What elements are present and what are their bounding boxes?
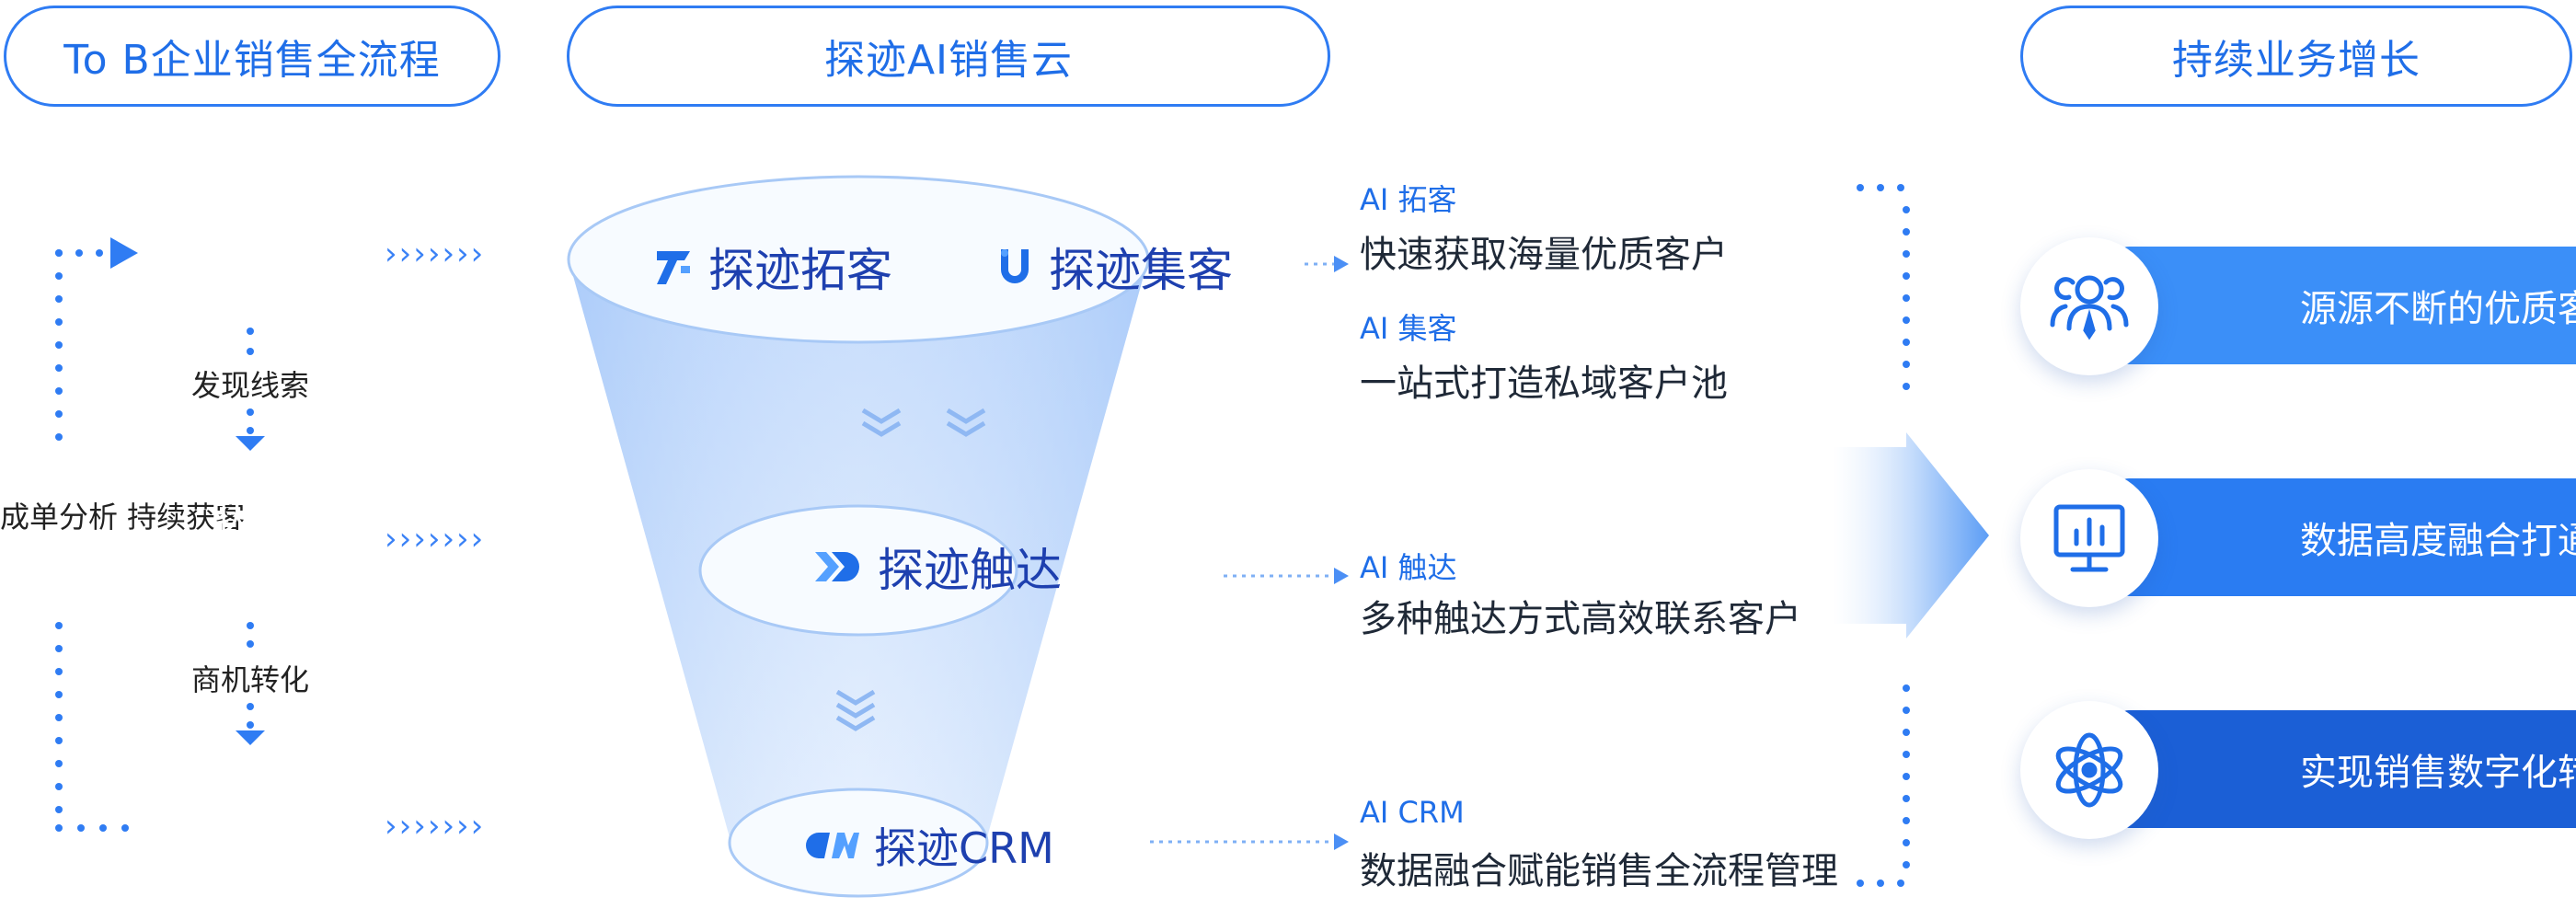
product-crm: 探迹CRM xyxy=(802,815,1054,876)
header-ai-sales-cloud: 探迹AI销售云 xyxy=(567,6,1330,107)
jike-logo-icon xyxy=(994,246,1036,288)
users-icon xyxy=(2020,237,2158,375)
product-chuda-label: 探迹触达 xyxy=(878,544,1062,597)
outcome-label-data-integration: 数据高度融合打通 xyxy=(2300,520,2576,562)
loop-label: 成单分析 持续获客 xyxy=(0,500,246,535)
stage-find-customer: 寻找 客户 xyxy=(210,200,291,296)
feature-tag-crm: AI CRM xyxy=(1360,795,1465,830)
tuoke-logo-icon xyxy=(653,246,696,288)
chevrons-to-funnel-middle: ››››››› xyxy=(385,521,484,558)
stage-contact-customer: 联系 客户 xyxy=(210,490,291,587)
product-tuoke-label: 探迹拓客 xyxy=(708,244,892,297)
product-jike-label: 探迹集客 xyxy=(1049,244,1233,297)
outcome-bar-quality-customers: 源源不断的优质客户 xyxy=(2116,247,2576,364)
product-jike: 探迹集客 xyxy=(994,234,1233,300)
feature-tag-tuoke: AI 拓客 xyxy=(1360,182,1457,217)
outcome-bar-data-integration: 数据高度融合打通 xyxy=(2116,478,2576,596)
outcome-bar-digital-transformation: 实现销售数字化转型 xyxy=(2116,710,2576,828)
stage-link-discover-leads: 发现线索 xyxy=(191,368,310,403)
product-chuda: 探迹触达 xyxy=(813,534,1062,600)
crm-logo-icon xyxy=(802,824,861,867)
feature-desc-crm: 数据融合赋能销售全流程管理 xyxy=(1360,850,1838,892)
stage-manage-customer: 管理 客户 xyxy=(210,779,291,876)
header-sales-process: To B企业销售全流程 xyxy=(4,6,500,107)
outcome-label-quality-customers: 源源不断的优质客户 xyxy=(2300,288,2576,330)
feature-tag-jike: AI 集客 xyxy=(1360,311,1457,346)
monitor-chart-icon xyxy=(2020,469,2158,607)
stage-link-opportunity-conversion: 商机转化 xyxy=(191,662,310,697)
feature-tag-chuda: AI 触达 xyxy=(1360,550,1457,585)
product-crm-label: 探迹CRM xyxy=(874,823,1054,873)
feature-desc-chuda: 多种触达方式高效联系客户 xyxy=(1360,598,1801,640)
outcome-label-digital-transformation: 实现销售数字化转型 xyxy=(2300,752,2576,794)
feature-desc-tuoke: 快速获取海量优质客户 xyxy=(1360,234,1728,276)
atom-icon xyxy=(2020,701,2158,839)
product-tuoke: 探迹拓客 xyxy=(653,234,892,300)
chuda-logo-icon xyxy=(813,546,865,588)
feature-desc-jike: 一站式打造私域客户池 xyxy=(1360,362,1728,405)
header-business-growth: 持续业务增长 xyxy=(2020,6,2572,107)
chevrons-to-funnel-top: ››››››› xyxy=(385,236,484,272)
chevrons-to-funnel-bottom: ››››››› xyxy=(385,808,484,845)
